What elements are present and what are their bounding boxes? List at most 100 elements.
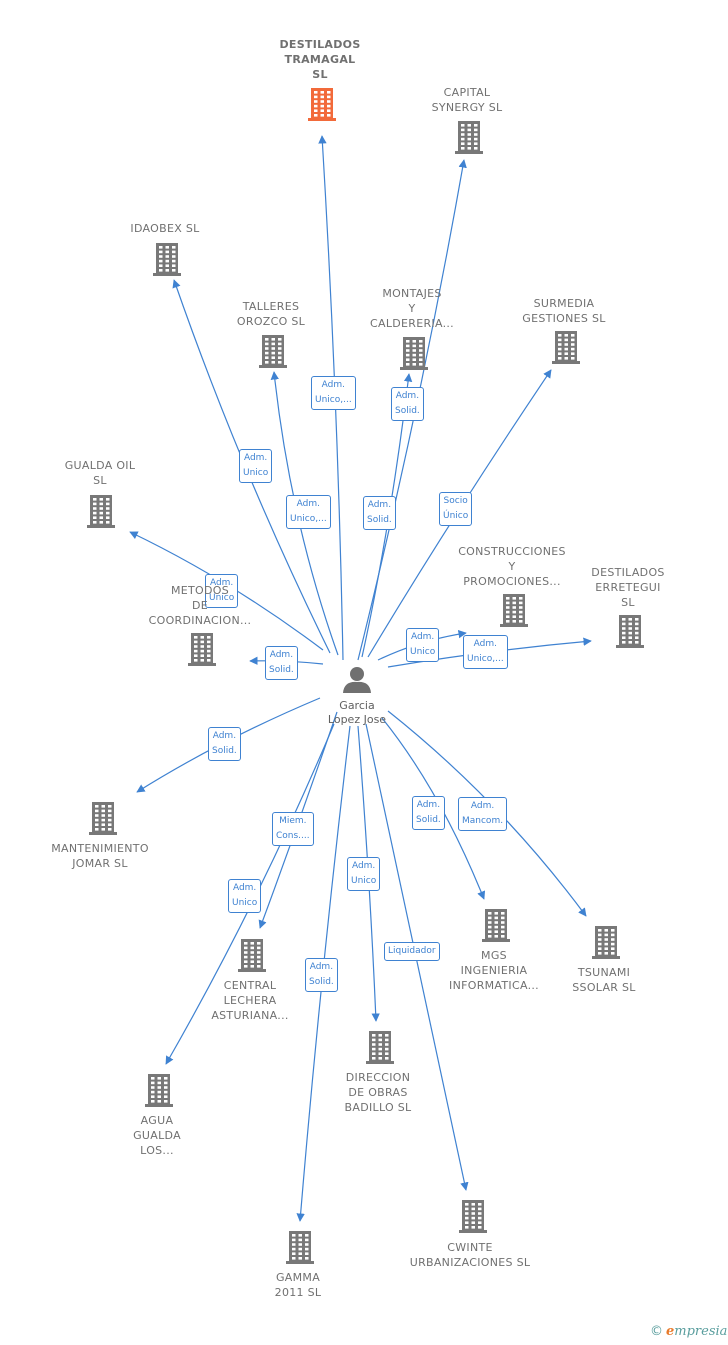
edge-role-line: Unico (351, 876, 377, 886)
company-node-montajes-caldereria[interactable]: MONTAJES Y CALDERERIA... (347, 286, 477, 331)
building-icon (259, 335, 287, 368)
edge-label-idaobex[interactable]: Adm.Unico (239, 449, 273, 483)
edge-label-direccion-obras-badillo[interactable]: Adm. Unico (347, 857, 381, 891)
edge-role-line: Adm. (410, 632, 435, 642)
company-name-line: JOMAR SL (72, 857, 128, 870)
edge-role-line: Adm. (209, 578, 234, 588)
edge-label-construcciones-promociones[interactable]: Adm. Unico (406, 628, 440, 662)
edge-role-line: Adm. (351, 861, 376, 871)
building-icon (366, 1031, 394, 1064)
company-name-line: BADILLO SL (344, 1101, 412, 1114)
company-node-gamma-2011[interactable]: GAMMA 2011 SL (233, 1270, 363, 1300)
company-name-line: TRAMAGAL (284, 53, 356, 66)
edge-role-line: Mancom. (462, 816, 504, 826)
edge-role-line: Miem. (279, 816, 307, 826)
company-name-line: GAMMA (275, 1271, 321, 1284)
edge-role-line: Adm. (212, 731, 237, 741)
company-name-line: TSUNAMI (577, 966, 631, 979)
edge-role-line: Unico,... (290, 514, 327, 524)
building-icon (459, 1200, 487, 1233)
company-name-line: SL (621, 596, 635, 609)
edge-label-talleres-orozco[interactable]: Adm.Unico,... (286, 495, 331, 529)
edge-label-central-lechera[interactable]: Miem.Cons.... (272, 812, 314, 846)
edge-label-mantenimiento-jomar[interactable]: Adm.Solid. (208, 727, 241, 761)
edge-label-cwinte-urbanizaciones[interactable]: Liquidador (384, 942, 440, 961)
company-name-line: GESTIONES SL (522, 312, 606, 325)
company-node-tsunami-ssolar[interactable]: TSUNAMI SSOLAR SL (539, 965, 669, 995)
edge-label-tsunami-ssolar[interactable]: Adm.Mancom. (458, 797, 508, 831)
company-name-line: SSOLAR SL (572, 981, 636, 994)
edge-role-line: Unico,... (315, 395, 352, 405)
edge-role-line: Adm. (416, 800, 441, 810)
edge-role-line: Liquidador (388, 946, 436, 956)
company-name-line: CALDERERIA... (370, 317, 454, 330)
company-name-line: ASTURIANA... (211, 1009, 289, 1022)
edge-role-line: Solid. (395, 406, 420, 416)
person-name-line: Garcia (339, 699, 375, 712)
company-name-line: LECHERA (223, 994, 277, 1007)
company-name-line: COORDINACION... (148, 614, 252, 627)
company-name-line: MANTENIMIENTO (51, 842, 149, 855)
edge-role-line: Unico,... (467, 654, 504, 664)
company-name-line: MGS (481, 949, 507, 962)
edge-role-line: Unico (232, 898, 258, 908)
company-name-line: SL (93, 474, 107, 487)
person-icon (343, 667, 371, 693)
building-icon (286, 1231, 314, 1264)
edge-label-destilados-tramagal[interactable]: Adm.Unico,... (311, 376, 356, 410)
edge-role-line: Solid. (416, 815, 441, 825)
company-name-line: 2011 SL (274, 1286, 322, 1299)
edge-label-metodos-coordinacion[interactable]: Adm.Solid. (265, 646, 298, 680)
company-name-line: DE OBRAS (348, 1086, 408, 1099)
edge-label-destilados-erretegui[interactable]: Adm.Unico,... (463, 635, 508, 669)
company-node-mantenimiento-jomar[interactable]: MANTENIMIENTO JOMAR SL (35, 841, 165, 871)
company-name-line: INFORMATICA... (449, 979, 539, 992)
building-icon (238, 939, 266, 972)
building-icon (153, 243, 181, 276)
edge-label-agua-gualda[interactable]: Adm. Unico (228, 879, 262, 913)
building-icon (552, 331, 580, 364)
company-name-line: ERRETEGUI (595, 581, 661, 594)
company-name-line: IDAOBEX SL (130, 222, 200, 235)
company-name-line: PROMOCIONES... (463, 575, 561, 588)
company-name-line: CAPITAL (443, 86, 491, 99)
company-node-mgs-ingenieria[interactable]: MGS INGENIERIA INFORMATICA... (429, 948, 559, 993)
edge-role-line: Adm. (232, 883, 257, 893)
edge-role-line: Unico (410, 647, 436, 657)
company-name-line: OROZCO SL (236, 315, 306, 328)
building-icon (482, 909, 510, 942)
edge-label-capital-synergy[interactable]: Adm. Solid. (391, 387, 424, 421)
company-name-line: MONTAJES (382, 287, 442, 300)
edge-role-line: Socio (443, 496, 468, 506)
edge-label-gamma-2011[interactable]: Adm.Solid. (305, 958, 338, 992)
edge-label-mgs-ingenieria[interactable]: Adm. Solid. (412, 796, 445, 830)
edge-label-gualda-oil[interactable]: Adm.Unico (205, 574, 239, 608)
edge-role-line: Adm. (367, 500, 392, 510)
company-node-idaobex[interactable]: IDAOBEX SL (100, 221, 230, 236)
company-name-line: METODOS (170, 584, 230, 597)
company-node-surmedia-gestiones[interactable]: SURMEDIA GESTIONES SL (499, 296, 629, 326)
building-icon (308, 88, 336, 121)
edge-label-montajes-caldereria[interactable]: Adm.Solid. (363, 496, 396, 530)
company-name-line: Y (408, 302, 416, 315)
edge-cwinte-urbanizaciones (365, 723, 469, 1191)
building-icon (500, 594, 528, 627)
edge-role-line: Adm. (243, 453, 268, 463)
company-name-line: SURMEDIA (533, 297, 595, 310)
company-name-line: INGENIERIA (460, 964, 528, 977)
edge-role-line: Adm. (395, 391, 420, 401)
